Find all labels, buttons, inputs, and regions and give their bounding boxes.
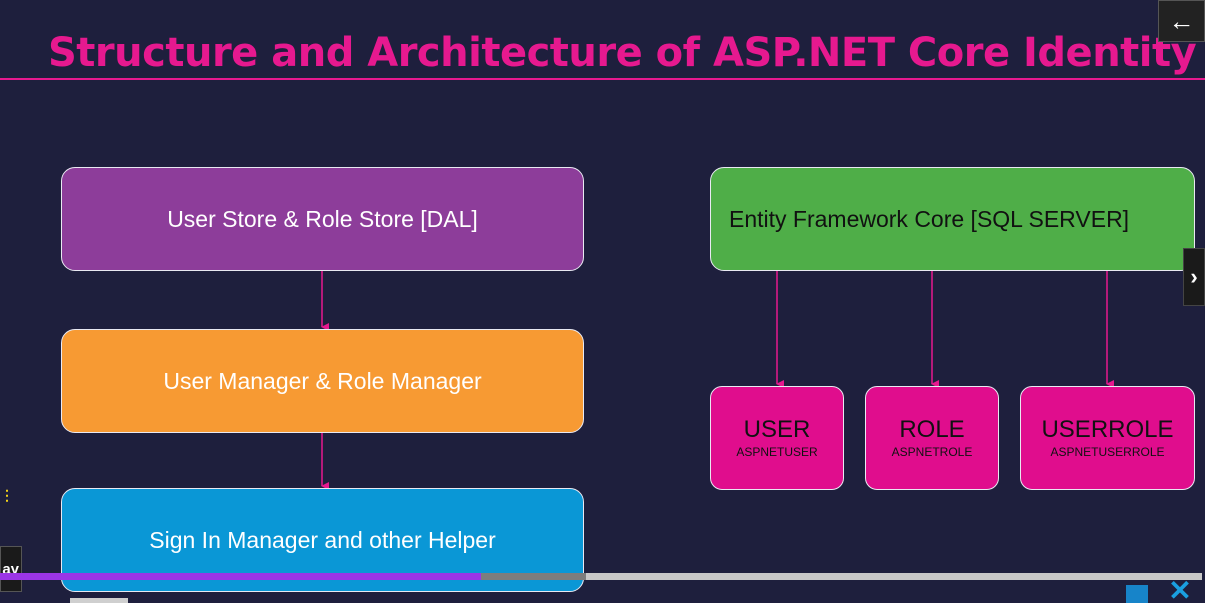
table-role-dbname: ASPNETROLE: [891, 445, 973, 459]
table-user-box: USER ASPNETUSER: [710, 386, 844, 490]
time-display: [70, 598, 128, 603]
table-userrole-name: USERROLE: [1041, 416, 1174, 443]
signin-manager-label: Sign In Manager and other Helper: [149, 526, 496, 553]
user-store-label: User Store & Role Store [DAL]: [167, 205, 478, 232]
close-icon[interactable]: ✕: [1168, 575, 1192, 603]
user-store-box: User Store & Role Store [DAL]: [61, 167, 584, 271]
next-slide-button[interactable]: ›: [1183, 248, 1205, 306]
table-role-box: ROLE ASPNETROLE: [865, 386, 999, 490]
progress-track[interactable]: [0, 573, 1202, 580]
entity-framework-box: Entity Framework Core [SQL SERVER]: [710, 167, 1195, 271]
chevron-right-icon: ›: [1190, 264, 1198, 289]
user-manager-box: User Manager & Role Manager: [61, 329, 584, 433]
entity-framework-label: Entity Framework Core [SQL SERVER]: [729, 205, 1130, 232]
table-role-name: ROLE: [899, 416, 965, 443]
user-manager-label: User Manager & Role Manager: [163, 367, 482, 394]
page-title: Structure and Architecture of ASP.NET Co…: [48, 30, 1197, 76]
table-userrole-dbname: ASPNETUSERROLE: [1050, 445, 1165, 459]
table-userrole-box: USERROLE ASPNETUSERROLE: [1020, 386, 1195, 490]
table-user-dbname: ASPNETUSER: [736, 445, 818, 459]
arrow-left-icon: ←: [1168, 5, 1195, 36]
progress-fill: [0, 573, 481, 580]
table-user-name: USER: [743, 416, 811, 443]
drag-handle-icon[interactable]: ⋮: [0, 487, 14, 503]
title-underline: [0, 78, 1205, 80]
back-button[interactable]: ←: [1158, 0, 1205, 42]
transcript-tab[interactable]: [1126, 585, 1148, 603]
play-tooltip: ay: [0, 546, 22, 592]
